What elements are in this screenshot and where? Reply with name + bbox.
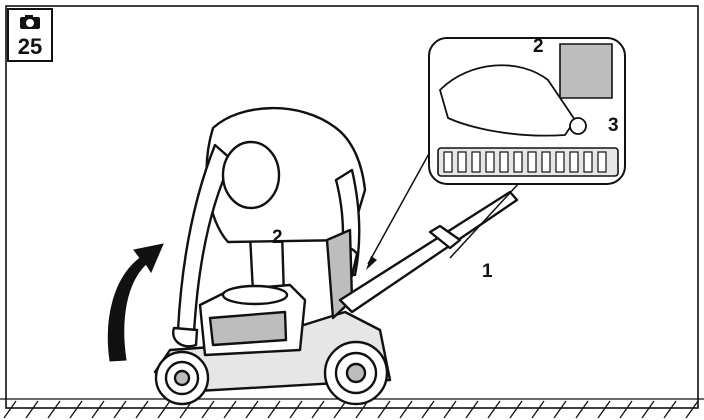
callout-inset-flap: 2	[533, 36, 544, 57]
callout-inset-lever: 3	[608, 115, 619, 136]
inset-detail	[428, 37, 626, 185]
pointer-arrow-icon	[366, 256, 377, 270]
figure-number: 25	[17, 34, 43, 59]
person-figure	[172, 106, 367, 348]
callout-grass-bag-flap: 2	[272, 227, 283, 248]
lawn-mower	[153, 190, 519, 406]
lift-arrow-icon	[107, 243, 164, 362]
inset-connector	[367, 149, 521, 265]
figure-badge: 25	[7, 8, 53, 62]
figure-border	[5, 5, 699, 409]
camera-icon	[20, 15, 40, 29]
callout-handle: 1	[482, 261, 493, 282]
